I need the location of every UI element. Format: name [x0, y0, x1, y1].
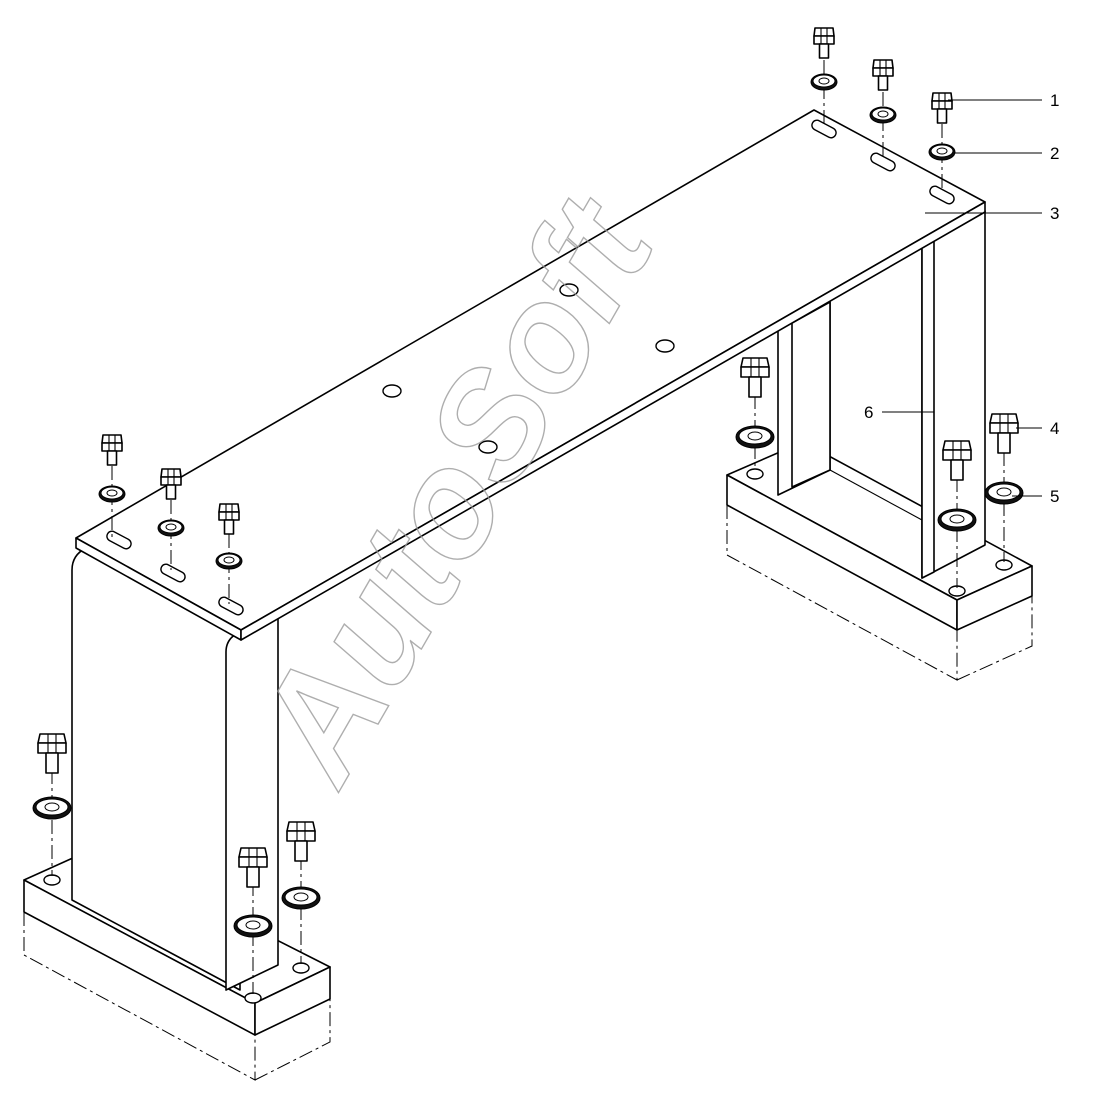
- callout-6: 6: [864, 403, 873, 422]
- right-mounting-pad: [726, 441, 1033, 681]
- right-base-fasteners: [735, 357, 1024, 588]
- callout-3: 3: [1050, 204, 1059, 223]
- top-right-fasteners: [810, 27, 956, 192]
- callout-leaders: [882, 99, 1042, 497]
- top-plate: [75, 109, 986, 641]
- left-base-fasteners: [32, 733, 321, 994]
- callout-5: 5: [1050, 487, 1059, 506]
- callout-2: 2: [1050, 144, 1059, 163]
- callout-4: 4: [1050, 419, 1059, 438]
- callout-1: 1: [1050, 91, 1059, 110]
- top-left-fasteners: [98, 434, 243, 604]
